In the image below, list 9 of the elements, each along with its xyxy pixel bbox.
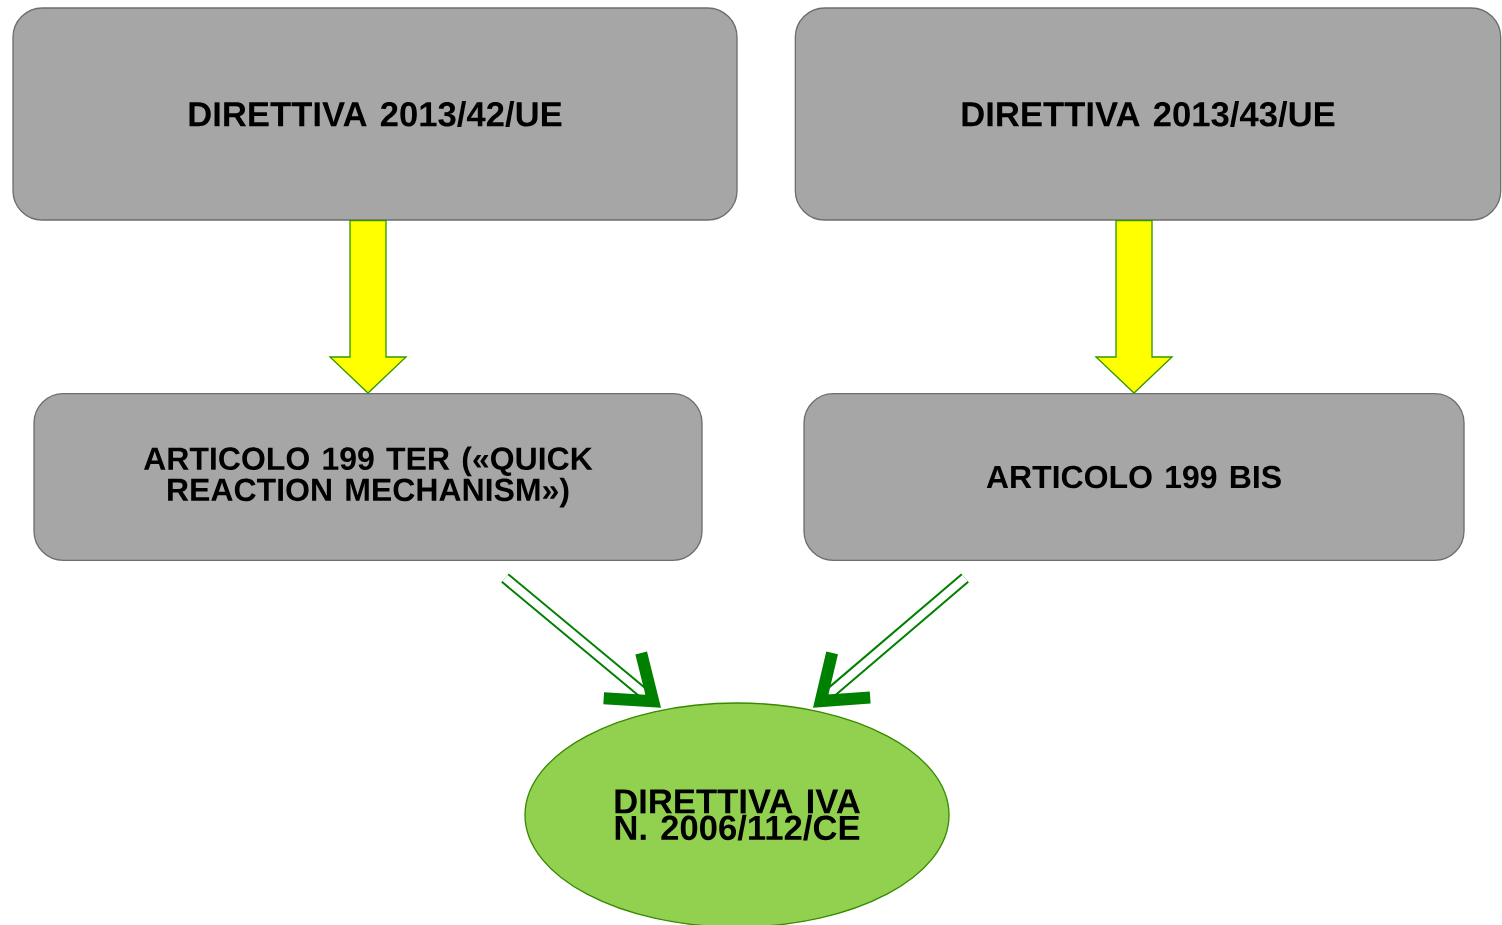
- rounded-box: DIRETTIVA 2013/43/UE: [794, 7, 1502, 221]
- block-arrow: [1094, 220, 1174, 394]
- arrow: [813, 573, 969, 708]
- rounded-box: ARTICOLO 199 BIS: [803, 393, 1465, 561]
- rounded-box: DIRETTIVA 2013/42/UE: [12, 7, 738, 221]
- ellipse-node: DIRETTIVA IVA N. 2006/112/CE: [524, 702, 950, 925]
- arrow: [501, 573, 661, 708]
- block-arrow: [328, 220, 408, 394]
- rounded-box: ARTICOLO 199 TER («QUICK REACTION MECHANISM»): [33, 393, 703, 561]
